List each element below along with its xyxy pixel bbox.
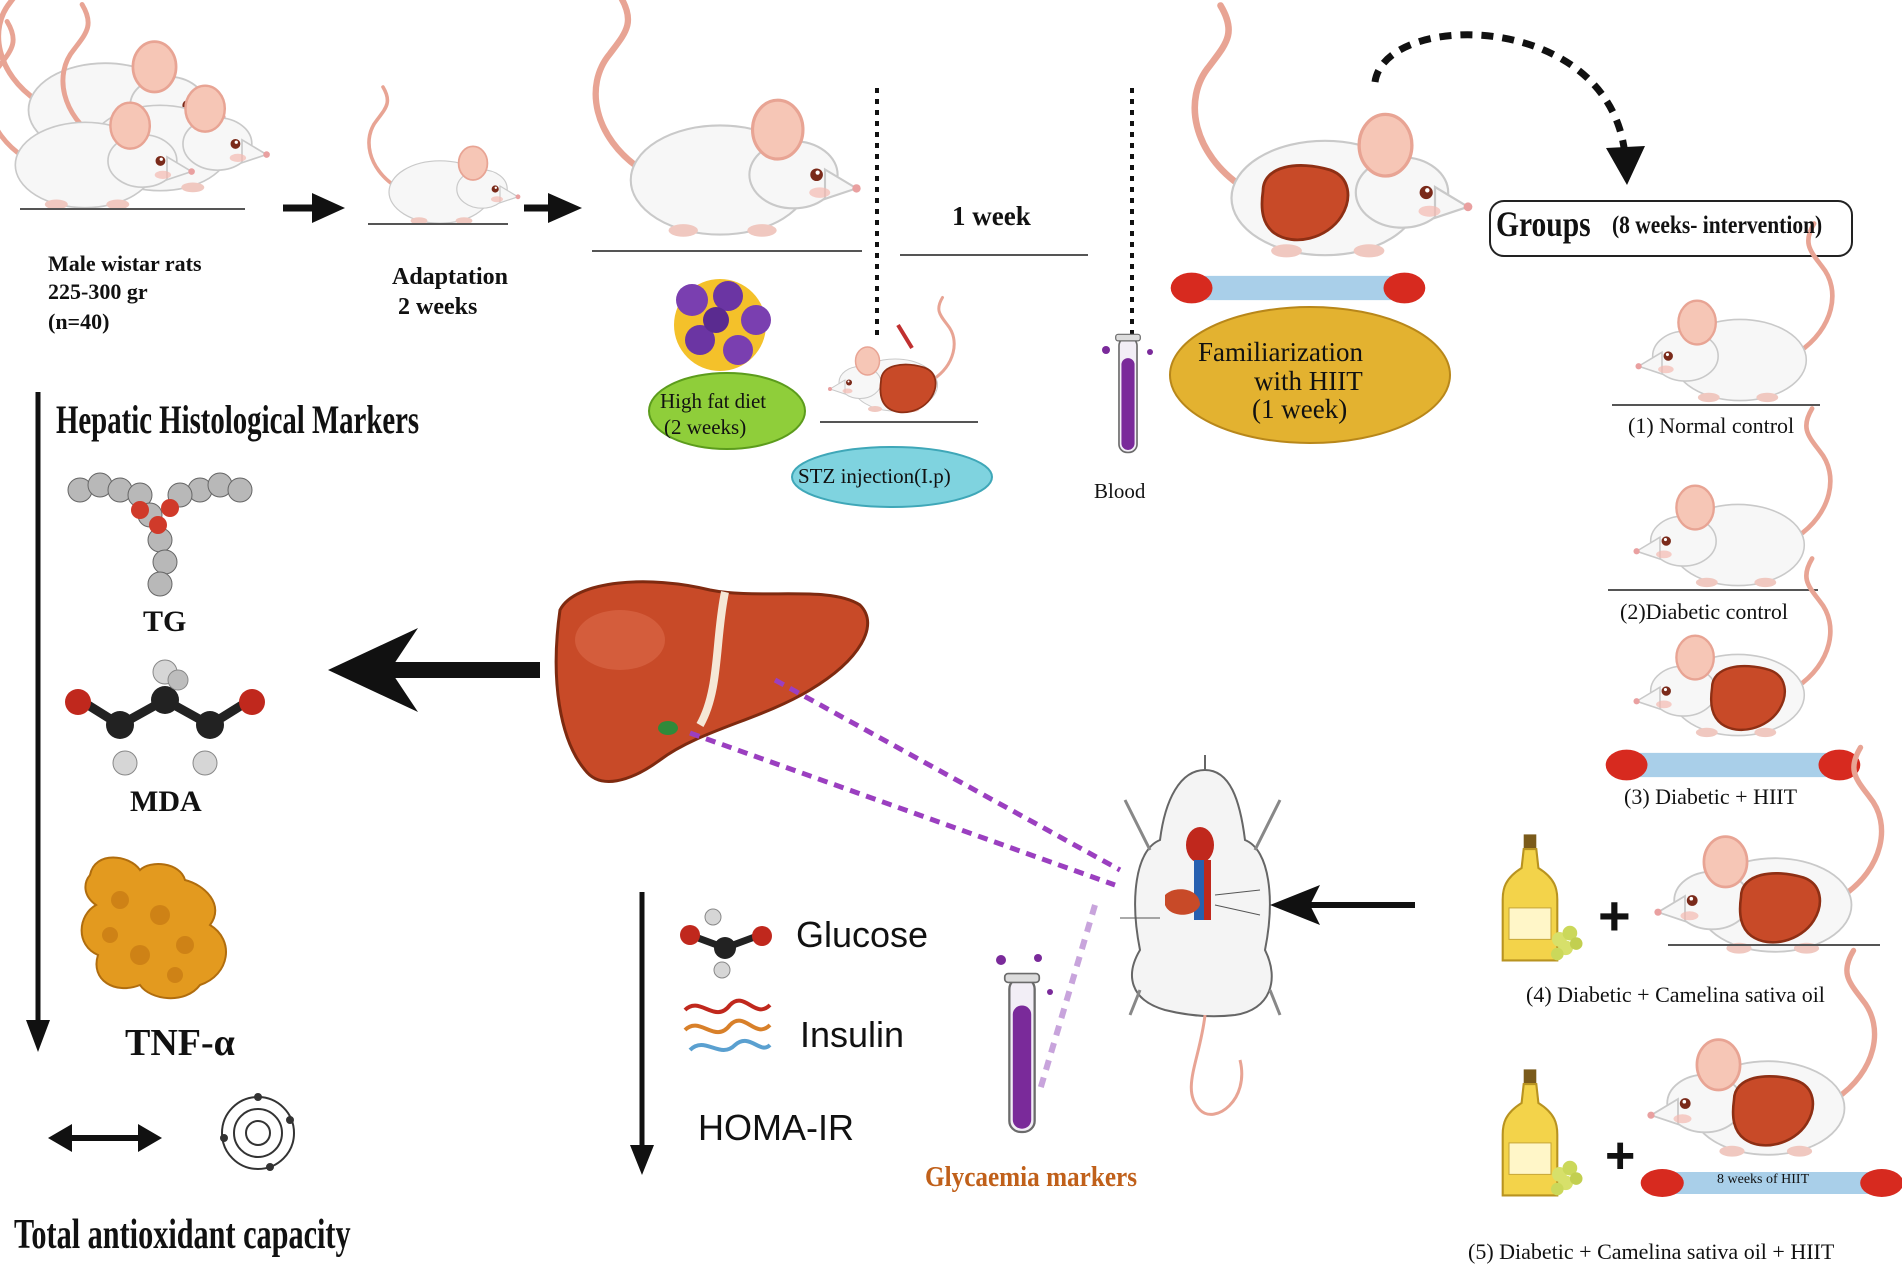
homa-ir-label: HOMA-IR <box>698 1107 854 1148</box>
arrow-to-hfd <box>524 193 582 223</box>
fat-cells-icon <box>674 279 771 371</box>
dashed-link-tube <box>1037 904 1098 1091</box>
group5-plus: + <box>1605 1127 1636 1185</box>
mda-label: MDA <box>130 785 202 818</box>
arrow-to-hepatic <box>328 628 540 712</box>
group4-label: (4) Diabetic + Camelina sativa oil <box>1526 982 1825 1007</box>
adaptation-label-line2: 2 weeks <box>398 294 478 320</box>
group2-rat <box>1608 409 1830 591</box>
group5-label: (5) Diabetic + Camelina sativa oil + HII… <box>1468 1239 1835 1264</box>
group3-label: (3) Diabetic + HIIT <box>1624 784 1798 809</box>
group2-label: (2)Diabetic control <box>1620 599 1788 624</box>
group1-label: (1) Normal control <box>1628 413 1795 438</box>
insulin-label: Insulin <box>800 1014 905 1055</box>
dissected-rat-icon <box>1120 755 1282 1116</box>
tac-label: Total antioxidant capacity <box>14 1212 351 1258</box>
start-label-line1: Male wistar rats <box>48 251 202 276</box>
familiarization-label-line1: Familiarization <box>1198 337 1363 367</box>
hepatic-title: Hepatic Histological Markers <box>56 397 420 442</box>
groups-subtitle: (8 weeks- intervention) <box>1612 212 1823 239</box>
mda-molecule-icon <box>65 659 265 776</box>
hfd-ellipse <box>648 372 806 450</box>
dashed-link-lower <box>689 730 1116 888</box>
group4-plus: + <box>1598 884 1631 947</box>
hfd-label-line1: High fat diet <box>660 389 767 413</box>
start-rats <box>0 0 270 209</box>
group3-rat <box>1605 559 1861 781</box>
groups-title: Groups <box>1496 204 1591 244</box>
start-label-line3: (n=40) <box>48 309 110 334</box>
blood-tube-icon <box>1102 333 1153 454</box>
familiarization-ellipse <box>1169 306 1451 444</box>
tg-label: TG <box>143 605 187 638</box>
insulin-protein-icon <box>683 998 772 1052</box>
familiarization-rat <box>1170 5 1473 304</box>
tnf-label: TNF-α <box>125 1022 235 1064</box>
familiarization-label-line2: with HIIT <box>1254 366 1363 396</box>
stz-rat <box>820 296 978 423</box>
stz-ellipse <box>791 446 993 508</box>
arrow-to-adaptation <box>283 193 345 223</box>
arrow-to-dissected-rat <box>1270 885 1415 925</box>
group4-rat <box>1654 748 1881 954</box>
blood-label: Blood <box>1094 479 1146 503</box>
groups-box <box>1489 200 1853 257</box>
tnf-protein-icon <box>80 856 227 1000</box>
familiarization-label-line3: (1 week) <box>1252 394 1348 424</box>
glycaemia-tube-icon <box>996 954 1053 1134</box>
start-label-line2: 225-300 gr <box>48 279 148 304</box>
dashed-link-upper <box>773 677 1122 873</box>
glucose-label: Glucose <box>796 914 929 955</box>
liver-icon <box>554 580 870 783</box>
group5-treadmill-label: 8 weeks of HIIT <box>1717 1172 1810 1187</box>
adaptation-label-line1: Adaptation <box>392 264 509 290</box>
stz-label: STZ injection(I.p) <box>798 464 951 488</box>
atom-icon <box>220 1093 295 1171</box>
adaptation-rat <box>367 85 523 227</box>
group5-oil-bottle <box>1501 1068 1584 1197</box>
one-week-label: 1 week <box>952 201 1031 231</box>
hfd-rat <box>592 0 862 252</box>
hfd-label-line2: (2 weeks) <box>664 415 747 439</box>
double-arrow-icon <box>48 1124 162 1152</box>
curved-dashed-arrow <box>1371 31 1629 156</box>
glucose-molecule-icon <box>680 908 772 979</box>
group4-oil-bottle <box>1501 833 1584 962</box>
glycaemia-title: Glycaemia markers <box>925 1162 1138 1193</box>
group1-rat <box>1612 224 1832 406</box>
tg-molecule-icon <box>67 472 253 597</box>
